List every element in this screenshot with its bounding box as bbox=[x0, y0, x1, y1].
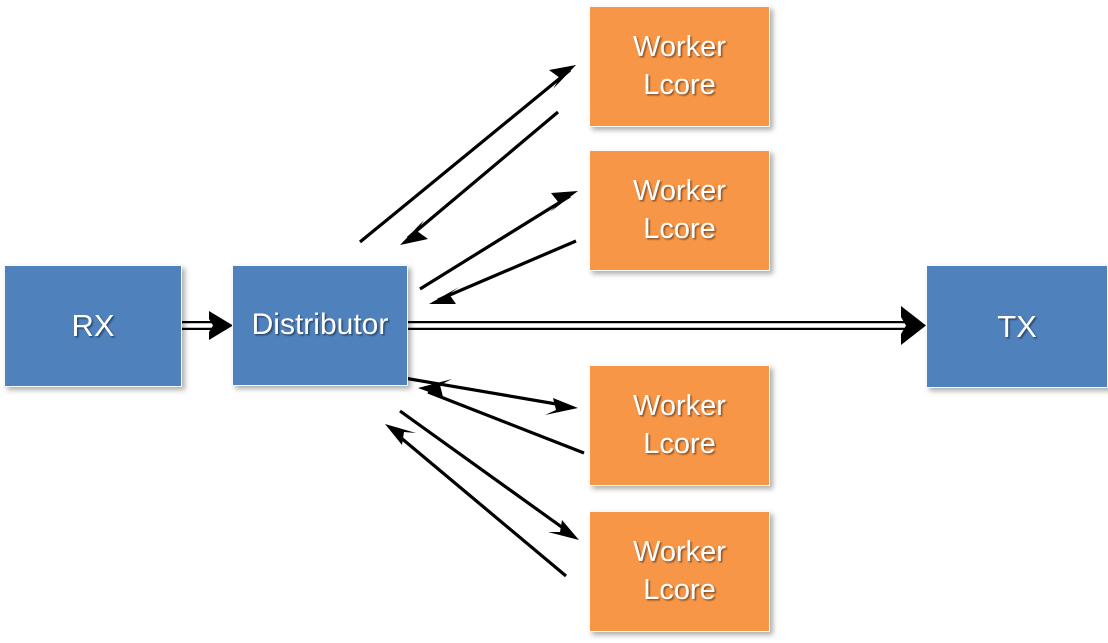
node-tx-label: TX bbox=[997, 308, 1037, 344]
node-distributor[interactable]: Distributor bbox=[232, 265, 408, 386]
node-worker-3-label-line1: Worker bbox=[633, 390, 726, 423]
node-worker-1-label-line2: Lcore bbox=[643, 68, 716, 101]
node-worker-lcore-1[interactable]: Worker Lcore bbox=[589, 6, 770, 127]
node-worker-2-label-line1: Worker bbox=[633, 175, 726, 208]
node-worker-4-label-line2: Lcore bbox=[643, 573, 716, 606]
node-worker-1-label-line1: Worker bbox=[633, 31, 726, 64]
node-distributor-label: Distributor bbox=[251, 308, 389, 342]
node-rx[interactable]: RX bbox=[4, 265, 182, 387]
node-worker-2-label-line2: Lcore bbox=[643, 212, 716, 245]
edge-rx-to-distributor bbox=[182, 311, 233, 340]
edge-worker-2-to-distributor bbox=[429, 239, 577, 304]
edge-worker-3-to-distributor bbox=[418, 379, 585, 455]
node-worker-lcore-4[interactable]: Worker Lcore bbox=[589, 511, 770, 632]
edge-distributor-to-tx bbox=[408, 306, 926, 345]
edge-distributor-to-worker-1 bbox=[358, 65, 576, 244]
edge-distributor-to-worker-2 bbox=[419, 191, 578, 291]
node-worker-4-label-line1: Worker bbox=[633, 536, 726, 569]
node-tx[interactable]: TX bbox=[926, 265, 1108, 388]
edge-worker-4-to-distributor bbox=[385, 424, 568, 578]
node-worker-lcore-2[interactable]: Worker Lcore bbox=[589, 150, 770, 271]
edge-distributor-to-worker-3 bbox=[403, 376, 578, 415]
node-worker-3-label-line2: Lcore bbox=[643, 427, 716, 460]
edge-distributor-to-worker-4 bbox=[399, 409, 579, 540]
node-rx-label: RX bbox=[71, 308, 115, 344]
edge-worker-1-to-distributor bbox=[400, 110, 560, 245]
node-worker-lcore-3[interactable]: Worker Lcore bbox=[589, 365, 770, 486]
